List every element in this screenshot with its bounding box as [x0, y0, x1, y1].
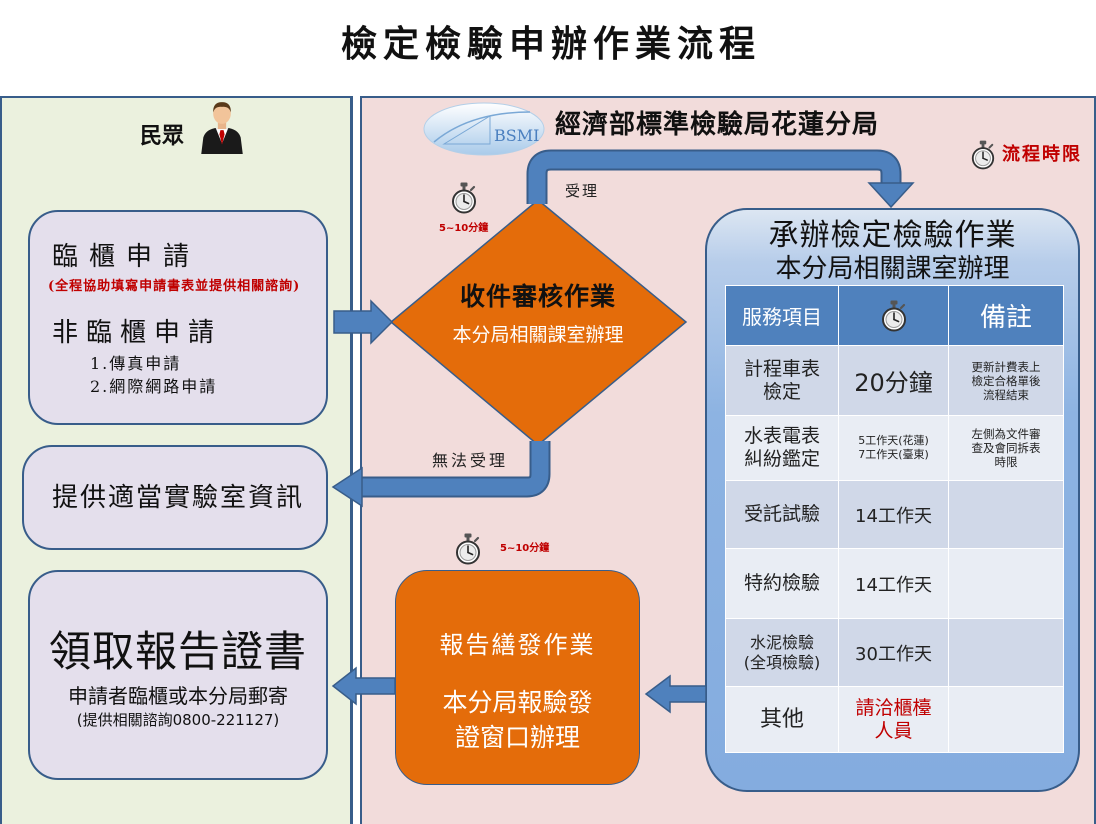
remark-line: 流程結束: [983, 387, 1029, 402]
service-line: 水表電表: [743, 425, 820, 447]
table-row: 受託試驗 14工作天: [725, 480, 1064, 549]
service-line: 特約檢驗: [743, 572, 820, 594]
stopwatch-icon: [454, 533, 482, 565]
time-cell: 30工作天: [838, 618, 949, 687]
collect-report-contact: (提供相關諮詢0800-221127): [76, 711, 280, 729]
bureau-panel-header: 經濟部標準檢驗局花蓮分局: [555, 110, 880, 140]
service-line: 受託試驗: [743, 503, 820, 525]
lab-info-label: 提供適當實驗室資訊: [52, 483, 305, 513]
logo-text: BSMI: [494, 126, 539, 145]
table-row: 其他 請洽櫃檯 人員: [725, 686, 1064, 753]
collect-report-method: 申請者臨櫃或本分局郵寄: [68, 684, 288, 708]
remark-line: 查及會同拆表: [971, 441, 1041, 455]
time-cell: 14工作天: [838, 548, 949, 619]
time-line: 5工作天(花蓮): [858, 434, 929, 447]
time-line: 人員: [874, 719, 913, 742]
review-subtitle: 本分局相關課室辦理: [452, 324, 624, 346]
public-panel-header: 民眾: [140, 124, 185, 149]
arrow-accepted: [526, 149, 915, 209]
page-title: 檢定檢驗申辦作業流程: [340, 24, 761, 65]
service-cell: 其他: [725, 686, 839, 753]
arrow-report-to-collect: [331, 666, 396, 706]
service-line: (全項檢驗): [743, 652, 821, 672]
service-line: 檢定: [762, 380, 801, 403]
service-cell: 水泥檢驗 (全項檢驗): [725, 618, 839, 687]
remark-line: 更新計費表上: [971, 359, 1041, 374]
service-cell: 水表電表 糾紛鑑定: [725, 415, 839, 481]
remark-line: 檢定合格單後: [971, 373, 1041, 388]
lab-info-box: 提供適當實驗室資訊: [22, 445, 328, 550]
service-line: 糾紛鑑定: [743, 448, 820, 470]
time-line: 7工作天(臺東): [858, 448, 929, 461]
application-box: 臨櫃申請 (全程協助填寫申請書表並提供相關諮詢) 非臨櫃申請 1.傳真申請 2.…: [28, 210, 328, 425]
table-row: 特約檢驗 14工作天: [725, 548, 1064, 619]
report-issuing-box: [395, 570, 640, 785]
remark-cell: [948, 686, 1064, 753]
collect-report-title: 領取報告證書: [48, 627, 307, 676]
time-limit-legend: 流程時限: [1002, 144, 1082, 165]
time-cell: 5工作天(花蓮) 7工作天(臺東): [838, 415, 949, 481]
service-line: 水泥檢驗: [749, 632, 814, 652]
counter-application-title: 臨櫃申請: [52, 242, 201, 272]
review-time-limit: 5~10分鐘: [439, 223, 489, 234]
remark-cell: [948, 548, 1064, 619]
time-line: 14工作天: [855, 574, 932, 596]
header-time: [838, 285, 949, 346]
application-method-internet: 2.網際網路申請: [90, 377, 218, 396]
bsmi-logo: BSMI: [423, 102, 545, 156]
header-remark: 備註: [948, 285, 1064, 346]
arrow-processing-to-report: [644, 674, 707, 714]
time-line: 20分鐘: [854, 369, 933, 397]
processing-title: 承辦檢定檢驗作業: [768, 218, 1017, 253]
service-line: 計程車表: [743, 357, 820, 380]
arrow-application-to-review: [333, 299, 394, 345]
report-issuing-subtitle-line: 證窗口辦理: [454, 723, 580, 752]
time-cell: 14工作天: [838, 480, 949, 549]
application-method-fax: 1.傳真申請: [90, 354, 182, 373]
header-remark-label: 備註: [979, 303, 1032, 333]
time-line: 請洽櫃檯: [855, 696, 932, 719]
report-issuing-subtitle-line: 本分局報驗發: [442, 688, 593, 717]
header-service: 服務項目: [725, 285, 839, 346]
service-cell: 計程車表 檢定: [725, 345, 839, 416]
counter-application-note: (全程協助填寫申請書表並提供相關諮詢): [48, 279, 301, 294]
remark-line: 左側為文件審: [971, 427, 1041, 441]
report-time-limit: 5~10分鐘: [500, 543, 550, 554]
arrow-rejected: [331, 441, 551, 508]
table-header-row: 服務項目 備註: [725, 285, 1064, 346]
time-cell: 請洽櫃檯 人員: [838, 686, 949, 753]
table-row: 水表電表 糾紛鑑定 5工作天(花蓮) 7工作天(臺東) 左側為文件審 查及會同拆…: [725, 415, 1064, 481]
service-cell: 特約檢驗: [725, 548, 839, 619]
stopwatch-icon: [450, 182, 478, 214]
remark-line: 時限: [994, 455, 1018, 469]
time-line: 30工作天: [855, 643, 932, 665]
non-counter-application-title: 非臨櫃申請: [52, 318, 223, 348]
service-line: 其他: [759, 707, 804, 732]
service-table: 服務項目 備註 計程車表 檢定 20分鐘 更新計費表上 檢定合格單後 流程結束 …: [725, 285, 1064, 753]
accepted-label: 受理: [565, 182, 600, 200]
remark-cell: 更新計費表上 檢定合格單後 流程結束: [948, 345, 1064, 416]
person-icon: [201, 102, 243, 154]
remark-cell: [948, 480, 1064, 549]
header-service-label: 服務項目: [742, 305, 822, 329]
report-issuing-title: 報告繕發作業: [439, 631, 596, 659]
time-line: 14工作天: [855, 505, 932, 527]
remark-cell: 左側為文件審 查及會同拆表 時限: [948, 415, 1064, 481]
rejected-label: 無法受理: [432, 451, 509, 470]
review-title: 收件審核作業: [459, 282, 616, 311]
collect-report-box: 領取報告證書 申請者臨櫃或本分局郵寄 (提供相關諮詢0800-221127): [28, 570, 328, 780]
processing-subtitle: 本分局相關課室辦理: [775, 254, 1010, 284]
